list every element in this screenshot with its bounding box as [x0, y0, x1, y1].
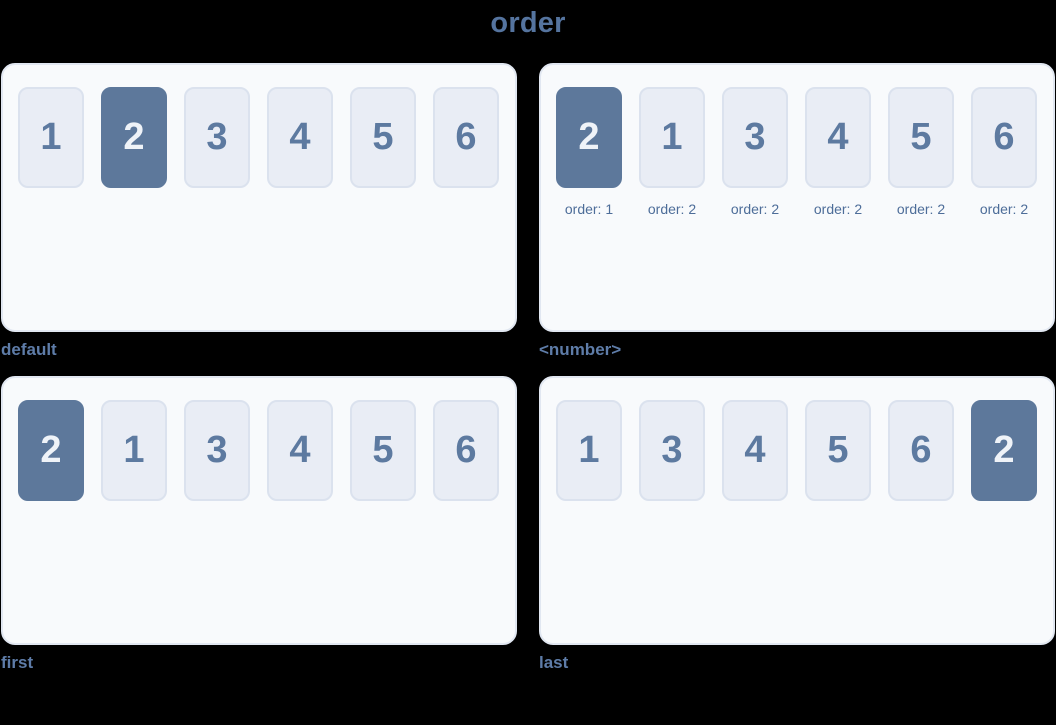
examples-grid: 1 2 3 4 5 6 default 2 order: 1 1 order: … [1, 63, 1056, 673]
demo-panel: 1 2 3 4 5 6 [1, 63, 517, 332]
flex-item-box: 2 [556, 87, 622, 188]
flex-item: 3 order: 2 [722, 87, 788, 217]
example-number: 2 order: 1 1 order: 2 3 order: 2 4 order… [539, 63, 1055, 360]
flex-item-box: 1 [18, 87, 84, 188]
example-last: 1 3 4 5 6 2 last [539, 376, 1055, 673]
flex-item-box: 3 [184, 87, 250, 188]
order-value-label: order: 2 [647, 201, 697, 217]
panel-caption: <number> [539, 340, 622, 359]
flex-row: 2 order: 1 1 order: 2 3 order: 2 4 order… [541, 65, 1053, 239]
flex-item: 5 order: 2 [888, 87, 954, 217]
flex-item-box: 4 [267, 400, 333, 501]
flex-item-box: 5 [888, 87, 954, 188]
flex-item-box: 6 [971, 87, 1037, 188]
flex-item: 6 order: 2 [971, 87, 1037, 217]
flex-item: 2 order: 1 [556, 87, 622, 217]
flex-item-box: 1 [556, 400, 622, 501]
flex-item-box: 3 [639, 400, 705, 501]
panel-caption: last [539, 653, 569, 672]
flex-item-box: 5 [805, 400, 871, 501]
flex-item-box: 5 [350, 400, 416, 501]
flex-item-box: 3 [722, 87, 788, 188]
example-first: 2 1 3 4 5 6 first [1, 376, 517, 673]
flex-item-box: 4 [805, 87, 871, 188]
demo-panel: 2 1 3 4 5 6 [1, 376, 517, 645]
flex-item-box: 4 [722, 400, 788, 501]
flex-item-box: 3 [184, 400, 250, 501]
panel-caption: first [1, 653, 34, 672]
flex-item-box: 2 [18, 400, 84, 501]
order-value-label: order: 2 [813, 201, 863, 217]
order-value-label: order: 2 [730, 201, 780, 217]
demo-panel: 1 3 4 5 6 2 [539, 376, 1055, 645]
flex-item: 4 order: 2 [805, 87, 871, 217]
demo-panel: 2 order: 1 1 order: 2 3 order: 2 4 order… [539, 63, 1055, 332]
flex-row: 1 3 4 5 6 2 [541, 378, 1053, 523]
flex-item-box: 1 [101, 400, 167, 501]
flex-item-box: 6 [433, 400, 499, 501]
flex-item-box: 6 [433, 87, 499, 188]
flex-item-box: 2 [971, 400, 1037, 501]
flex-row: 2 1 3 4 5 6 [3, 378, 515, 523]
page-title: order [490, 7, 566, 39]
flex-row: 1 2 3 4 5 6 [3, 65, 515, 210]
order-value-label: order: 2 [896, 201, 946, 217]
flex-item-box: 2 [101, 87, 167, 188]
flex-item-box: 1 [639, 87, 705, 188]
flex-item-box: 4 [267, 87, 333, 188]
flex-item-box: 6 [888, 400, 954, 501]
flex-item-box: 5 [350, 87, 416, 188]
flex-item: 1 order: 2 [639, 87, 705, 217]
panel-caption: default [1, 340, 57, 359]
order-value-label: order: 1 [564, 201, 614, 217]
example-default: 1 2 3 4 5 6 default [1, 63, 517, 360]
order-value-label: order: 2 [979, 201, 1029, 217]
